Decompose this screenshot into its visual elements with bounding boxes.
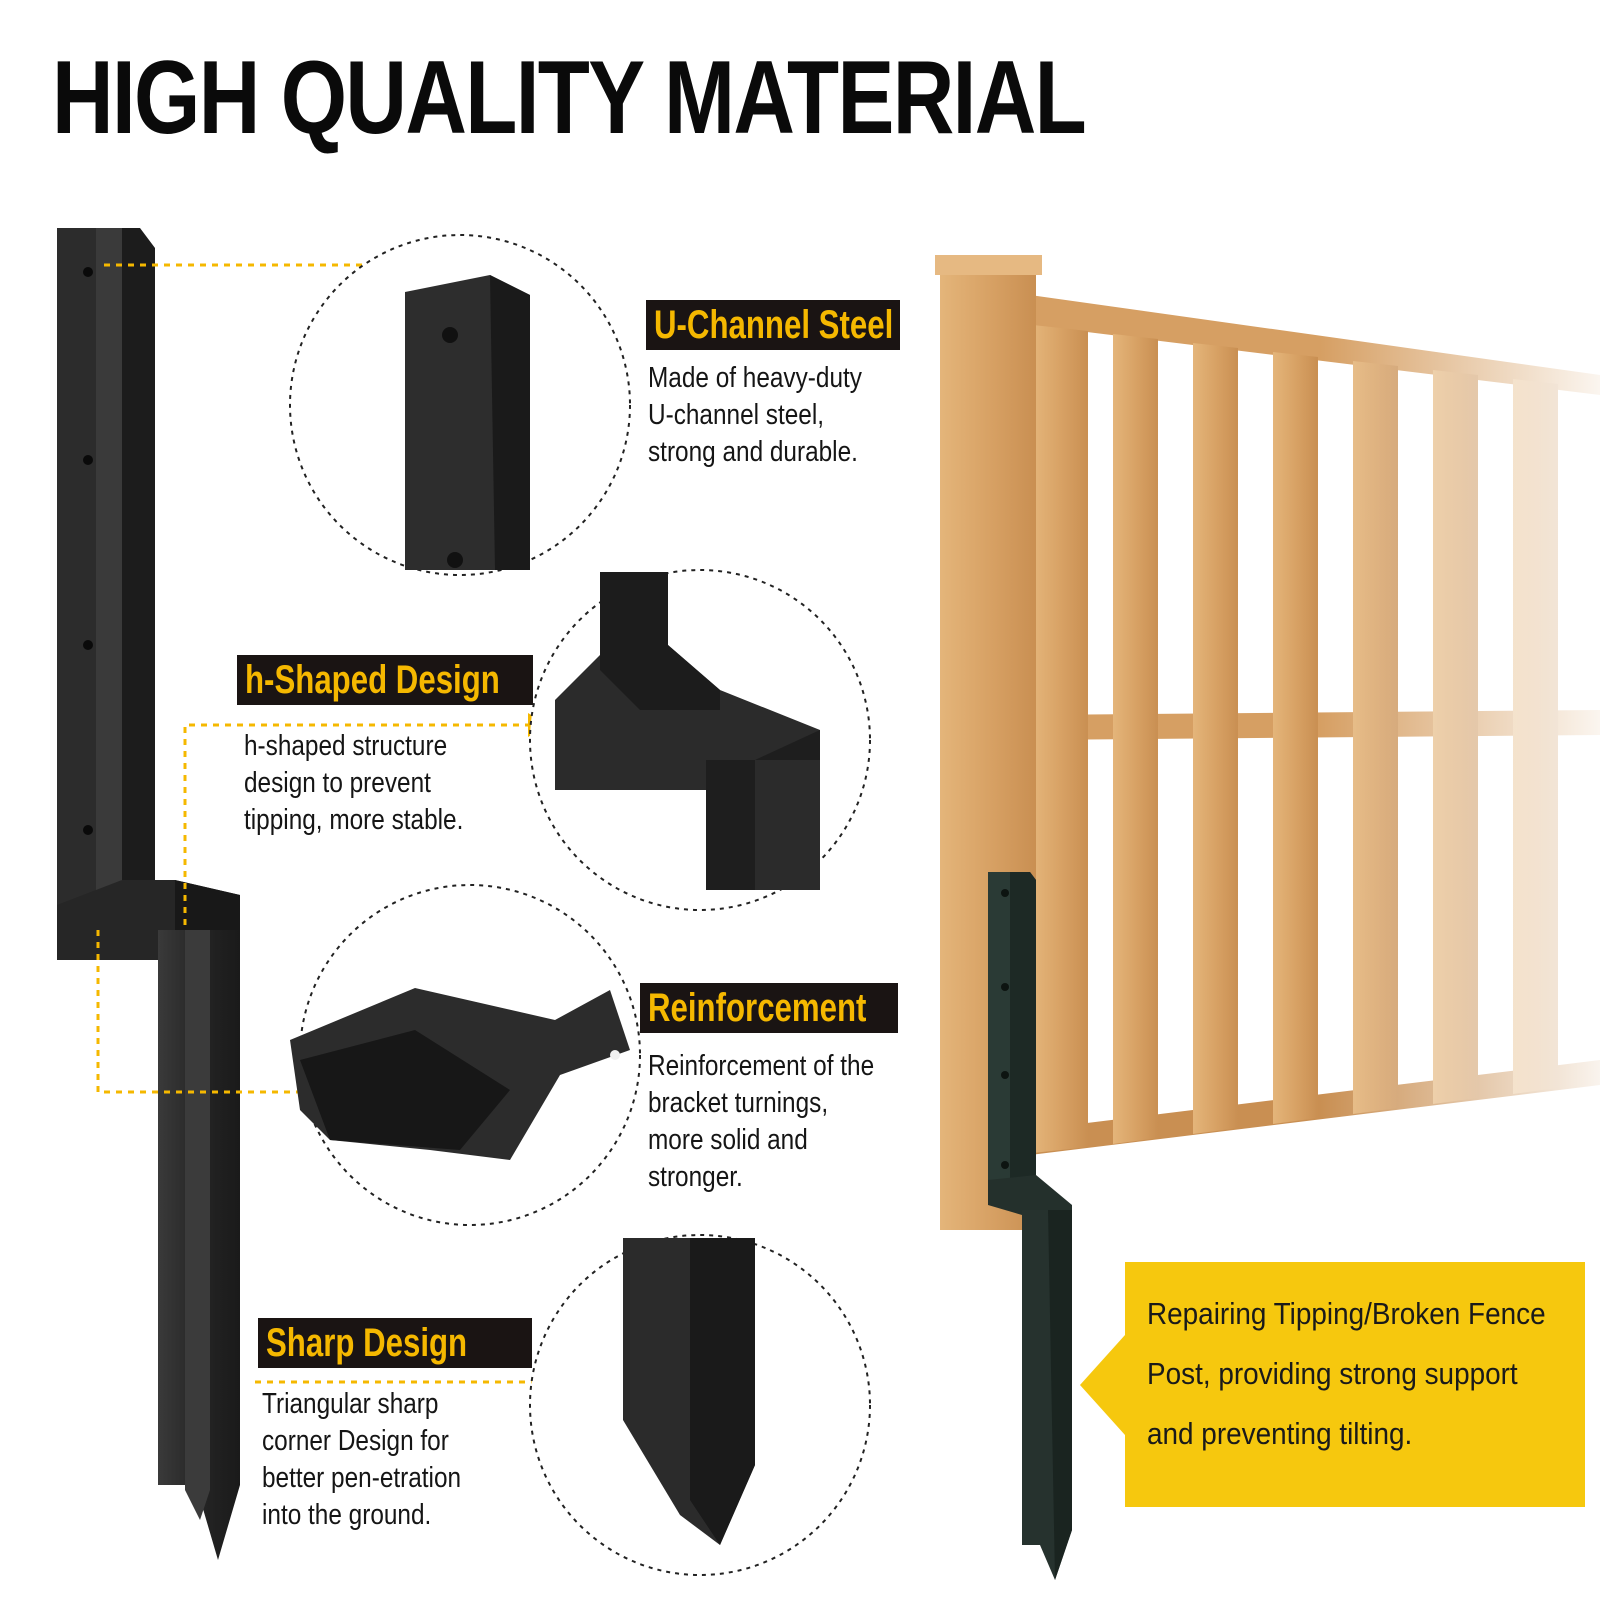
- detail-circle-reinforcement: [290, 884, 641, 1226]
- detail-circle-sharp: [529, 1234, 871, 1576]
- feature-desc-reinforcement: Reinforcement of the bracket turnings, m…: [648, 1050, 875, 1193]
- post-anchor-large: [57, 228, 240, 1560]
- detail-circle-u-channel: [289, 234, 631, 576]
- page-title: HIGH QUALITY MATERIAL: [52, 40, 1087, 156]
- callout-box: Repairing Tipping/Broken Fence Post, pro…: [1125, 1262, 1585, 1507]
- fence-illustration: [935, 255, 1600, 1230]
- feature-title-h-shaped: h-Shaped Design: [237, 655, 533, 705]
- feature-title-reinforcement: Reinforcement: [640, 983, 898, 1033]
- feature-desc-u-channel: Made of heavy-duty U-channel steel, stro…: [648, 362, 862, 468]
- feature-title-sharp: Sharp Design: [258, 1318, 532, 1368]
- feature-title-u-channel: U-Channel Steel: [646, 300, 900, 350]
- callout-pointer: [1080, 1335, 1125, 1435]
- detail-circle-h-shaped: [529, 569, 871, 911]
- feature-desc-sharp: Triangular sharp corner Design for bette…: [262, 1388, 462, 1531]
- feature-desc-h-shaped: h-shaped structure design to prevent tip…: [244, 730, 464, 836]
- post-anchor-small: [988, 872, 1072, 1580]
- callout-text: Repairing Tipping/Broken Fence Post, pro…: [1147, 1296, 1546, 1451]
